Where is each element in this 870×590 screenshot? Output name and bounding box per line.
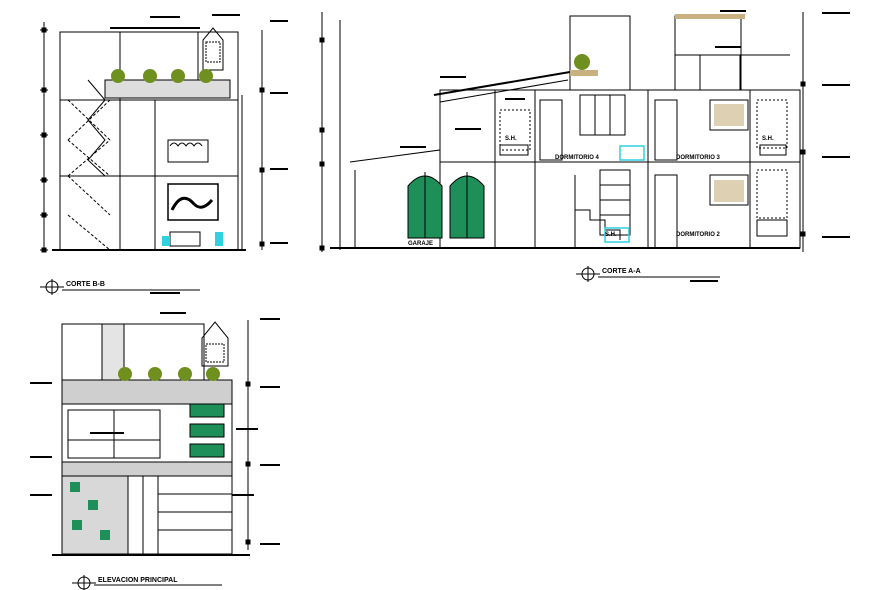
elevation-title: ELEVACION PRINCIPAL: [98, 577, 178, 584]
room-label-dormitorio-2: DORMITORIO 2: [676, 232, 721, 238]
elevation-fills: [70, 367, 225, 540]
room-label-dormitorio-4: DORMITORIO 4: [555, 155, 600, 161]
annotation-tags: [30, 10, 850, 545]
room-label-sh-2: S.H.: [762, 136, 774, 142]
section-aa-room-labels: DORMITORIO 4 DORMITORIO 3 DORMITORIO 2 G…: [408, 136, 774, 247]
section-bb-planters: [111, 69, 223, 246]
section-aa-title-block: CORTE A-A: [576, 266, 720, 282]
room-label-dormitorio-3: DORMITORIO 3: [676, 155, 721, 161]
section-bb-drawing: [40, 22, 265, 253]
section-aa-title: CORTE A-A: [602, 268, 641, 275]
elevation-title-block: ELEVACION PRINCIPAL: [72, 575, 222, 590]
section-bb-title-block: CORTE B-B: [40, 279, 200, 295]
room-label-garaje: GARAJE: [408, 241, 433, 247]
room-label-sh-1: S.H.: [505, 136, 517, 142]
section-bb-title: CORTE B-B: [66, 281, 105, 288]
section-aa-drawing: [319, 12, 806, 252]
section-aa-fills: [407, 14, 745, 243]
room-label-sala: S.H.: [605, 232, 617, 238]
